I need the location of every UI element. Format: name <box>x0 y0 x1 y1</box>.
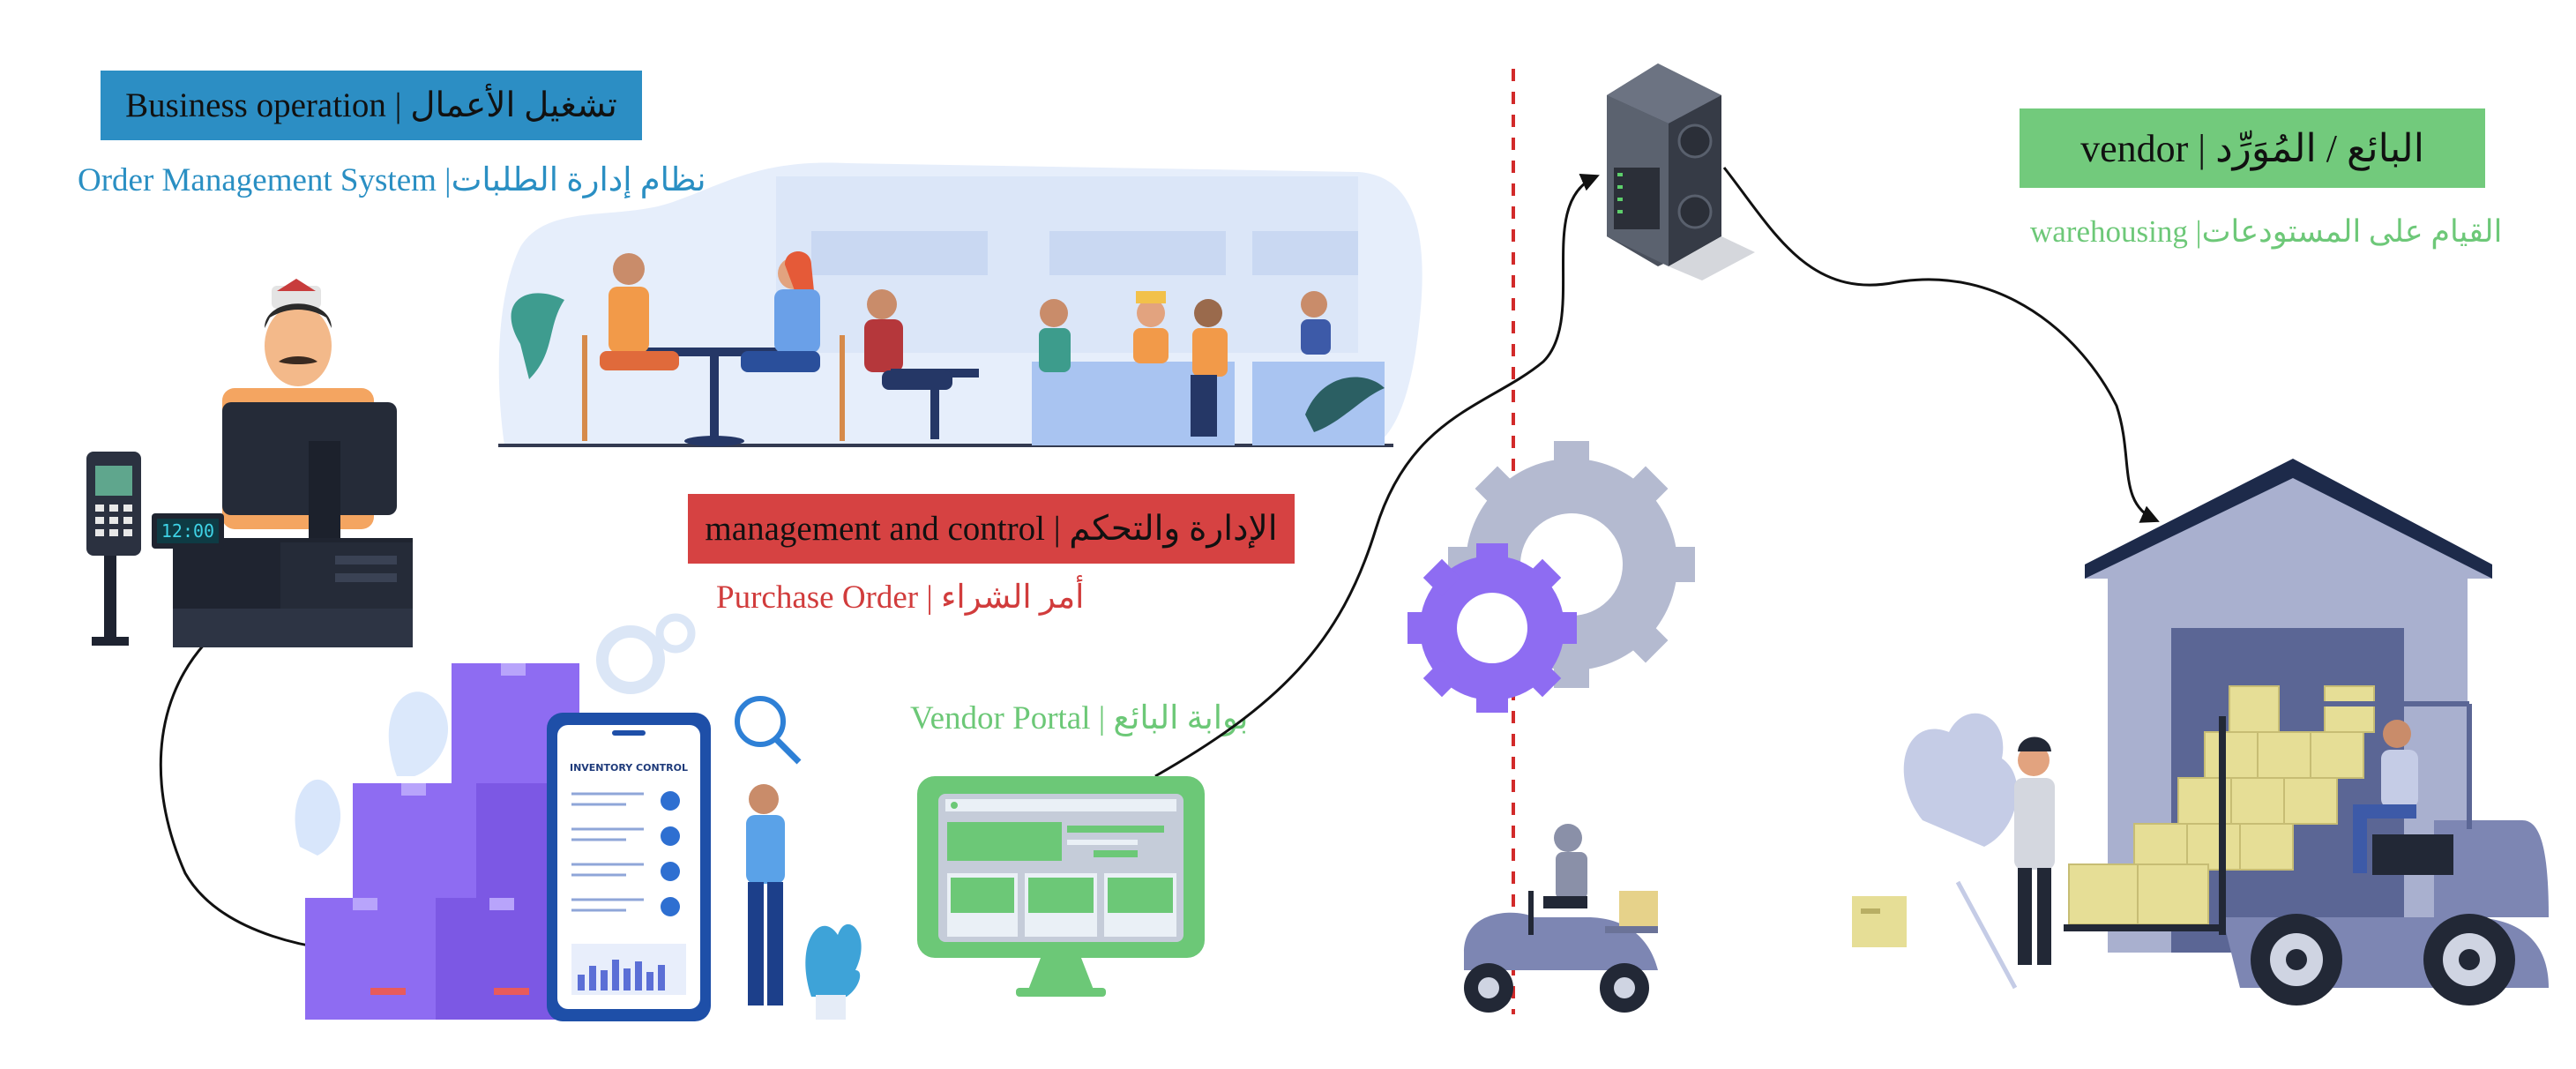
vendor-label: vendor | البائع / المُوَرِّد <box>2080 126 2424 170</box>
business-operation-banner: Business operation | تشغيل الأعمال <box>101 71 642 140</box>
vendor-banner: vendor | البائع / المُوَرِّد <box>2020 108 2485 188</box>
gears-icon <box>1407 441 1695 713</box>
scooter-courier-icon <box>1464 824 1658 1013</box>
inventory-boxes-icon: INVENTORY CONTROL <box>295 613 862 1021</box>
inventory-title-text: INVENTORY CONTROL <box>570 762 688 774</box>
arrow-server-to-warehouse <box>1722 167 2160 523</box>
business-operation-label: Business operation | تشغيل الأعمال <box>125 86 617 124</box>
management-control-label: management and control | الإدارة والتحكم <box>705 510 1278 548</box>
vendor-portal-label: Vendor Portal | بوابة البائع <box>910 700 1249 736</box>
cashier-icon: 12:00 <box>86 279 413 647</box>
warehouse-forklift-icon <box>1852 459 2549 1005</box>
register-display-text: 12:00 <box>161 520 214 542</box>
server-rack-icon <box>1607 64 1755 280</box>
order-management-label: Order Management System |نظام إدارة الطل… <box>78 162 706 198</box>
purchase-order-label: Purchase Order | أمر الشراء <box>716 579 1085 616</box>
restaurant-scene-icon <box>498 162 1422 447</box>
management-control-banner: management and control | الإدارة والتحكم <box>688 494 1295 564</box>
warehousing-label: warehousing |القيام على المستودعات <box>2030 214 2503 249</box>
monitor-portal-icon <box>917 776 1205 997</box>
arrow-portal-to-server <box>1154 174 1600 778</box>
